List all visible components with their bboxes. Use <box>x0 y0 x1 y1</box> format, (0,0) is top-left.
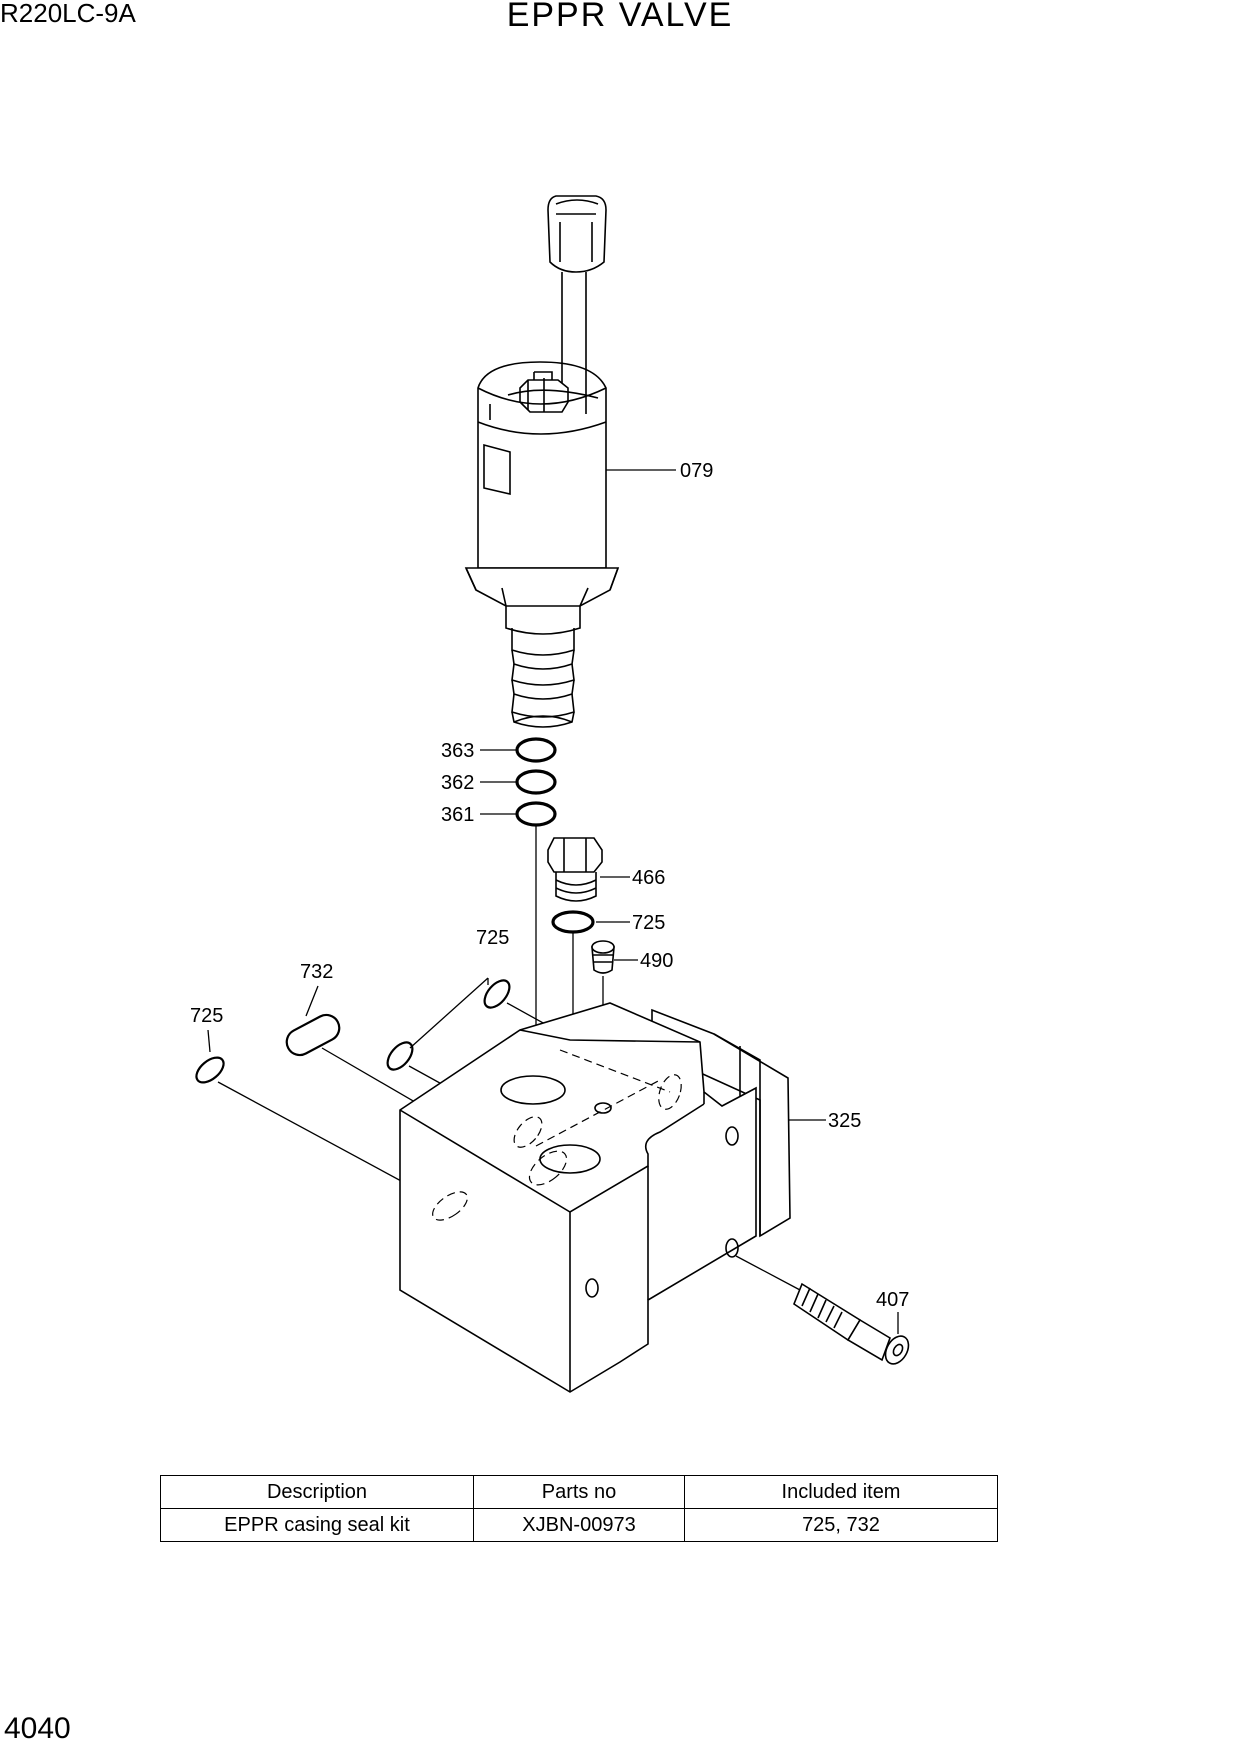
oring-725-left <box>195 1056 225 1084</box>
oring-725-plug <box>551 910 595 934</box>
header-parts-no: Parts no <box>473 1475 685 1509</box>
callout-725-left: 725 <box>190 1005 223 1027</box>
solenoid-assembly <box>464 195 620 728</box>
plug-466 <box>547 837 603 902</box>
oring-725-upper-left <box>386 1041 414 1071</box>
table-row: EPPR casing seal kit XJBN-00973 725, 732 <box>160 1508 998 1542</box>
callout-325: 325 <box>828 1110 861 1132</box>
oring-363 <box>515 737 557 763</box>
callout-466: 466 <box>632 867 665 889</box>
oring-725-upper-right <box>483 979 511 1009</box>
page-number: 4040 <box>4 1712 71 1745</box>
callout-490: 490 <box>640 950 673 972</box>
callout-361: 361 <box>441 804 474 826</box>
cell-included-item: 725, 732 <box>684 1508 998 1542</box>
page-title: EPPR VALVE <box>506 0 734 34</box>
cell-parts-no: XJBN-00973 <box>473 1508 685 1542</box>
model-code: R220LC-9A <box>0 0 136 28</box>
cell-description: EPPR casing seal kit <box>160 1508 474 1542</box>
seal-732 <box>285 1013 341 1057</box>
callout-725-plug: 725 <box>632 912 665 934</box>
oring-361 <box>515 801 557 827</box>
seal-kit-table: Description Parts no Included item EPPR … <box>160 1475 998 1542</box>
callout-725-upper: 725 <box>476 927 509 949</box>
bolt-407 <box>793 1282 910 1365</box>
callout-362: 362 <box>441 772 474 794</box>
callout-363: 363 <box>441 740 474 762</box>
header-description: Description <box>160 1475 474 1509</box>
oring-362 <box>515 769 557 795</box>
callout-407: 407 <box>876 1289 909 1311</box>
callout-079: 079 <box>680 460 713 482</box>
table-header-row: Description Parts no Included item <box>160 1475 998 1509</box>
callout-732: 732 <box>300 961 333 983</box>
plug-490 <box>591 940 615 974</box>
header-included-item: Included item <box>684 1475 998 1509</box>
casing-325 <box>399 1002 791 1393</box>
